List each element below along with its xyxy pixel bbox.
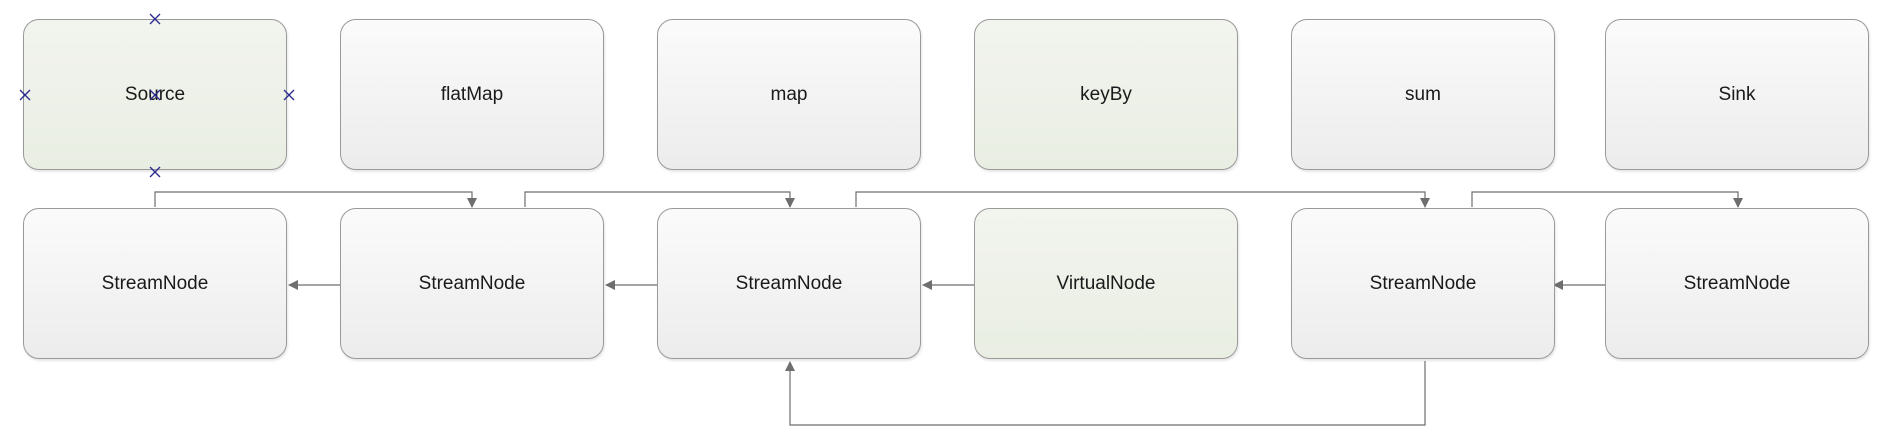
operator-label: Sink [1718, 83, 1756, 105]
stream-node-box[interactable]: StreamNode [23, 208, 287, 359]
operator-label: map [770, 83, 808, 105]
edge-line[interactable] [1471, 191, 1743, 208]
node-label: StreamNode [101, 272, 209, 294]
edge-line[interactable] [785, 361, 1426, 426]
stream-node-box[interactable]: StreamNode [1291, 208, 1555, 359]
node-label: StreamNode [1683, 272, 1791, 294]
virtual-node-box[interactable]: VirtualNode [974, 208, 1238, 359]
stream-node-box[interactable]: StreamNode [657, 208, 921, 359]
selection-handle-icon[interactable] [148, 12, 162, 26]
selection-handle-icon[interactable] [148, 165, 162, 179]
operator-label: keyBy [1080, 83, 1132, 105]
node-label: VirtualNode [1056, 272, 1156, 294]
node-label: StreamNode [1369, 272, 1477, 294]
stream-node-box[interactable]: StreamNode [340, 208, 604, 359]
node-label: StreamNode [418, 272, 526, 294]
operator-box-flatmap[interactable]: flatMap [340, 19, 604, 170]
selection-handle-icon[interactable] [18, 88, 32, 102]
edge-line[interactable] [855, 191, 1430, 208]
node-label: StreamNode [735, 272, 843, 294]
operator-box-sink[interactable]: Sink [1605, 19, 1869, 170]
operator-box-sum[interactable]: sum [1291, 19, 1555, 170]
selection-handle-icon[interactable] [148, 88, 162, 102]
selection-handle-icon[interactable] [282, 88, 296, 102]
operator-label: sum [1405, 83, 1441, 105]
operator-box-map[interactable]: map [657, 19, 921, 170]
edge-line[interactable] [524, 191, 795, 208]
edge-line[interactable] [154, 191, 477, 208]
stream-node-box[interactable]: StreamNode [1605, 208, 1869, 359]
operator-label: flatMap [440, 83, 504, 105]
operator-box-keyby[interactable]: keyBy [974, 19, 1238, 170]
